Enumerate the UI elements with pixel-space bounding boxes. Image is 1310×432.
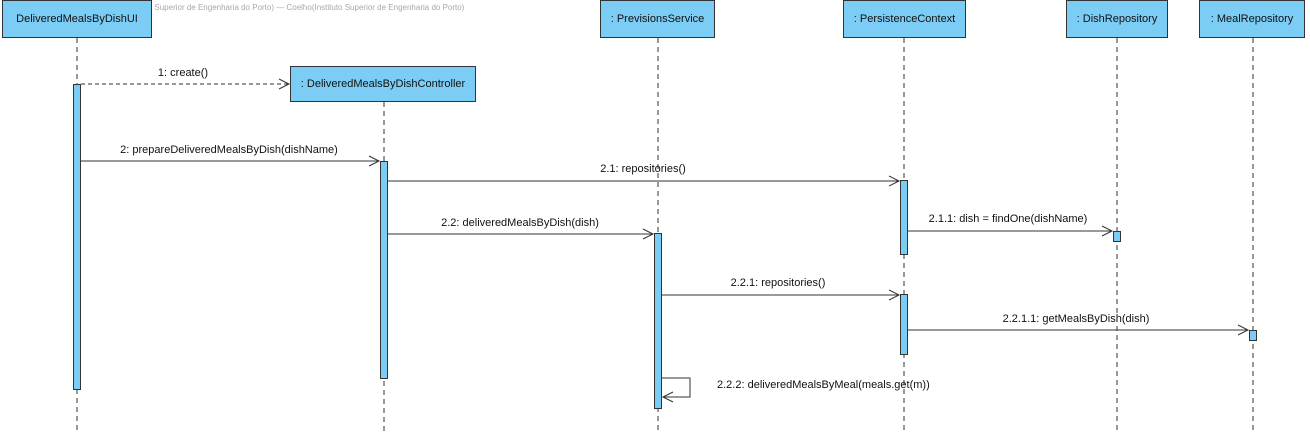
message-label-get-meals-by-dish: 2.2.1.1: getMealsByDish(dish) bbox=[1002, 313, 1150, 325]
message-arrow-delivered-meals-by-dish-head bbox=[642, 228, 655, 240]
message-arrow-repositories-1-head bbox=[888, 175, 901, 187]
activation-persistence-1 bbox=[900, 180, 908, 255]
activation-ui bbox=[73, 84, 81, 390]
message-arrow-prepare-delivered-meals-head bbox=[368, 155, 381, 167]
message-label-repositories-2: 2.2.1: repositories() bbox=[730, 277, 826, 289]
message-label-prepare-delivered-meals: 2: prepareDeliveredMealsByDish(dishName) bbox=[120, 144, 338, 156]
activation-dish-repository bbox=[1113, 231, 1121, 242]
activation-service bbox=[654, 233, 662, 409]
activation-controller bbox=[380, 161, 388, 379]
message-label-repositories-1: 2.1: repositories() bbox=[600, 163, 686, 175]
message-label-create: 1: create() bbox=[157, 67, 209, 79]
watermark: Visual Paradigm Standard Edition(Institu… bbox=[2, 3, 465, 12]
message-label-find-one: 2.1.1: dish = findOne(dishName) bbox=[928, 213, 1088, 225]
lifeline-head-dish-repository[interactable]: : DishRepository bbox=[1066, 0, 1168, 38]
lifeline-head-meal-repository[interactable]: : MealRepository bbox=[1199, 0, 1305, 38]
message-arrow-find-one-head bbox=[1101, 225, 1114, 237]
message-label-delivered-meals-by-meal: 2.2.2: deliveredMealsByMeal(meals.get(m)… bbox=[717, 379, 930, 391]
message-arrow-get-meals-by-dish-head bbox=[1237, 324, 1250, 336]
message-arrow-delivered-meals-by-meal-head bbox=[661, 391, 674, 403]
lifeline-head-persistence-context[interactable]: : PersistenceContext bbox=[843, 0, 966, 38]
lifeline-head-previsions-service[interactable]: : PrevisionsService bbox=[600, 0, 715, 38]
message-arrow-create-head bbox=[278, 78, 291, 90]
message-label-delivered-meals-by-dish: 2.2: deliveredMealsByDish(dish) bbox=[441, 217, 599, 229]
lifeline-head-ui[interactable]: DeliveredMealsByDishUI bbox=[2, 0, 152, 38]
activation-meal-repository bbox=[1249, 330, 1257, 341]
lifeline-head-controller[interactable]: : DeliveredMealsByDishController bbox=[290, 66, 476, 102]
activation-persistence-2 bbox=[900, 294, 908, 355]
message-arrow-repositories-2-head bbox=[888, 289, 901, 301]
message-arrow-delivered-meals-by-meal bbox=[662, 377, 691, 398]
